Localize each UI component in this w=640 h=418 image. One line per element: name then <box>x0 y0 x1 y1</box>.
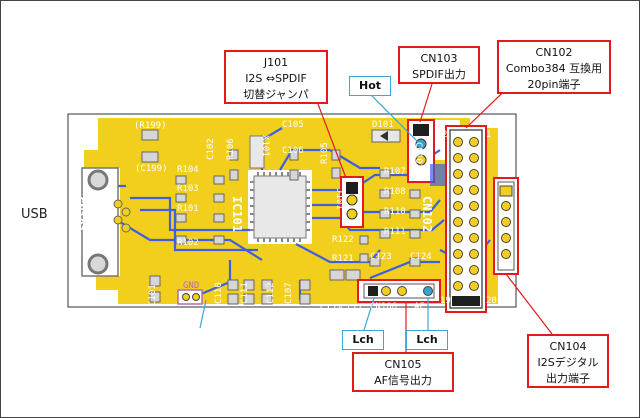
silk-r122: R122 <box>332 235 354 245</box>
silk-c107: C107 <box>284 282 294 304</box>
silk-c199: (C199) <box>135 164 168 174</box>
silk-gnd: GND <box>183 281 200 291</box>
tag-lch-left: Lch <box>342 330 384 350</box>
silk-r111: R111 <box>384 227 406 237</box>
resistor-pads <box>141 129 421 245</box>
silk-cn103: CN103 <box>413 142 423 170</box>
silk-x101: X101 <box>260 135 270 157</box>
callout-cn102-line1: CN102 <box>535 46 573 59</box>
callout-cn103-line1: CN103 <box>420 52 458 65</box>
diode-d101 <box>371 129 401 143</box>
silk-r102: R102 <box>177 238 199 248</box>
silk-cn102: CN102 <box>420 196 434 233</box>
silk-r199: (R199) <box>134 121 167 131</box>
silk-pin19: 19 <box>440 296 451 306</box>
callout-cn102: CN102 Combo384 互換用 20pin端子 <box>497 40 611 94</box>
silk-r103: R103 <box>177 184 199 194</box>
silk-ic101: IC101 <box>230 196 244 233</box>
silk-r121: R121 <box>332 254 354 264</box>
tag-lch-right: Lch <box>406 330 448 350</box>
silk-r107: R107 <box>384 167 406 177</box>
callout-j101-line3: 切替ジャンパ <box>243 88 309 101</box>
silk-c111: C111 <box>240 282 250 304</box>
silk-c110: C110 <box>214 282 224 304</box>
callout-cn104: CN104 I2Sデジタル 出力端子 <box>527 334 609 388</box>
silk-r106: R106 <box>226 138 236 160</box>
callout-cn102-line2: Combo384 互換用 <box>505 62 603 75</box>
silk-c112: C112 <box>266 282 276 304</box>
silk-c123: C123 <box>370 252 392 262</box>
silk-j101: J101 <box>334 188 344 210</box>
connector-cn102 <box>445 125 487 313</box>
gnd-pad <box>177 289 203 305</box>
callout-j101: J101 I2S ⇔SPDIF 切替ジャンパ <box>224 50 328 104</box>
callout-j101-line2: I2S ⇔SPDIF <box>245 72 307 85</box>
silk-c122: C122 <box>340 304 362 314</box>
connector-cn103 <box>407 119 435 183</box>
silk-af: AF <box>414 302 425 312</box>
callout-cn104-line3: 出力端子 <box>546 372 590 385</box>
silk-r110: R110 <box>384 207 406 217</box>
callout-cn103: CN103 SPDIF出力 <box>398 46 480 84</box>
callout-cn104-line1: CN104 <box>549 340 587 353</box>
silk-pin20: 20 <box>486 296 497 306</box>
ic101-chip <box>250 172 310 242</box>
connector-cn105 <box>357 279 441 303</box>
silk-cn106: CN106 <box>370 302 398 312</box>
silk-d101: D101 <box>372 120 394 130</box>
callout-cn104-line2: I2Sデジタル <box>537 356 599 369</box>
capacitor-pads <box>149 235 421 305</box>
callout-cn102-line3: 20pin端子 <box>527 78 581 91</box>
callout-j101-line1: J101 <box>263 56 289 69</box>
callout-cn105-line2: AF信号出力 <box>374 374 432 387</box>
silk-r101: R101 <box>177 204 199 214</box>
silk-cn104: CN104 PCM <box>518 190 528 239</box>
connector-cn104 <box>493 177 519 275</box>
jumper-j101 <box>340 176 364 228</box>
callout-cn105-line1: CN105 <box>384 358 422 371</box>
silk-pin2: 2 <box>442 130 448 140</box>
tag-hot: Hot <box>349 76 391 96</box>
usb-label: USB <box>21 207 48 222</box>
silk-r105: R105 <box>320 142 330 164</box>
silk-pin1: 1 <box>486 130 492 140</box>
silk-c105: C105 <box>282 120 304 130</box>
crystal-x101 <box>249 135 265 169</box>
callout-cn105: CN105 AF信号出力 <box>352 352 454 392</box>
silk-r108: R108 <box>384 187 406 197</box>
silk-r104: R104 <box>177 165 199 175</box>
usb-connector <box>81 167 131 277</box>
silk-cn101: CN101 <box>72 196 86 233</box>
callout-cn103-line2: SPDIF出力 <box>412 68 466 81</box>
silk-c106: C106 <box>282 146 304 156</box>
silk-c121: C121 <box>320 304 342 314</box>
silk-c102: C102 <box>206 138 216 160</box>
silk-c124: C124 <box>410 252 432 262</box>
silk-c101: C101 <box>148 284 158 306</box>
